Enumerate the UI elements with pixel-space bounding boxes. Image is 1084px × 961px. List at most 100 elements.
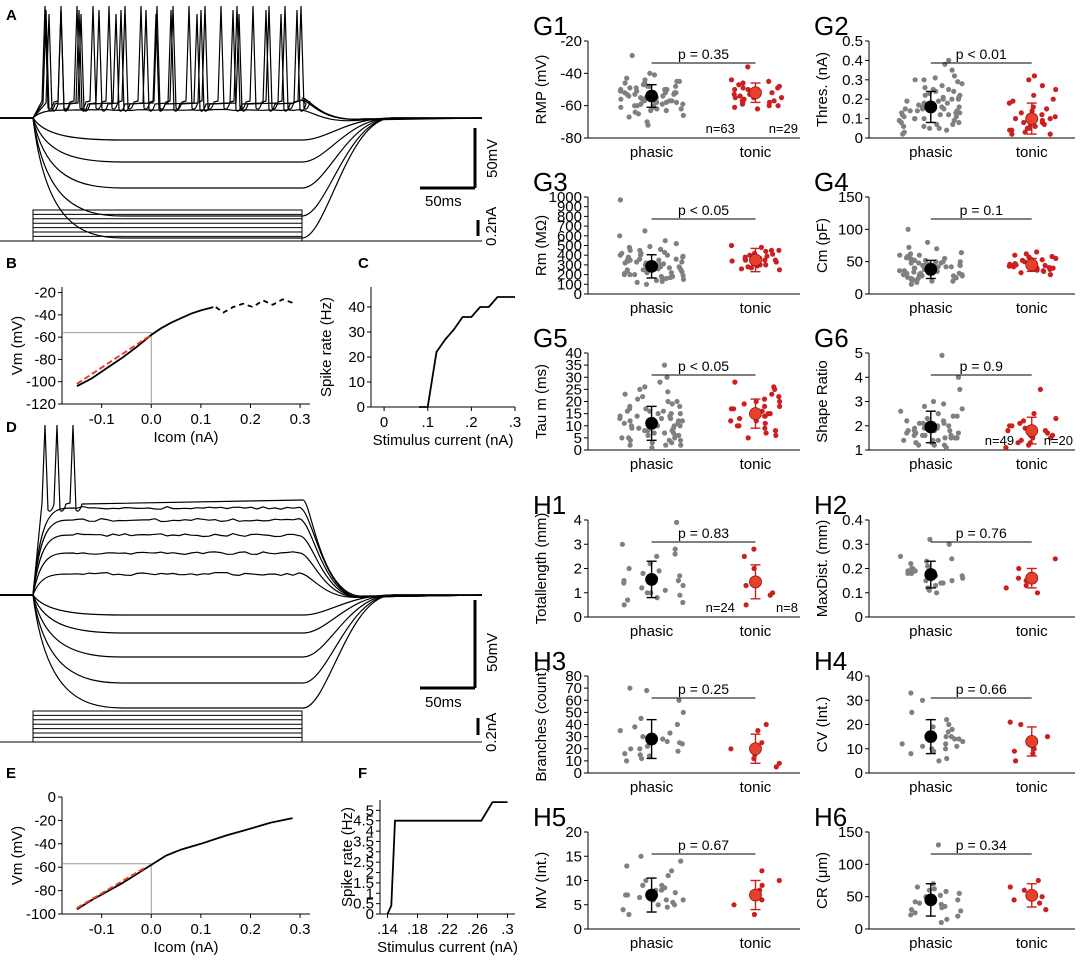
data-point-phasic bbox=[950, 278, 956, 284]
data-point-phasic bbox=[957, 262, 963, 269]
data-point-phasic bbox=[956, 890, 962, 897]
data-point-phasic bbox=[939, 83, 945, 89]
data-point-tonic bbox=[773, 432, 779, 438]
mean-marker-tonic bbox=[1025, 424, 1039, 438]
data-point-tonic bbox=[1031, 73, 1037, 79]
data-point-tonic bbox=[1048, 435, 1054, 441]
y-tick-label: 0 bbox=[574, 442, 582, 459]
data-point-tonic bbox=[758, 244, 765, 250]
data-point-phasic bbox=[642, 77, 648, 83]
data-point-tonic bbox=[759, 882, 765, 889]
n-label-phasic: n=49 bbox=[985, 433, 1014, 448]
data-point-phasic bbox=[660, 261, 667, 267]
data-point-phasic bbox=[934, 590, 940, 596]
data-point-tonic bbox=[738, 266, 745, 272]
data-point-tonic bbox=[1041, 121, 1047, 127]
data-point-phasic bbox=[912, 910, 918, 916]
data-point-phasic bbox=[617, 233, 623, 239]
data-point-tonic bbox=[1052, 114, 1058, 120]
panel-label-h2: H2 bbox=[814, 490, 847, 520]
y-tick-label: 2 bbox=[855, 418, 863, 435]
data-point-phasic bbox=[660, 408, 667, 414]
data-point-phasic bbox=[637, 256, 643, 262]
hyperpolarizing-trace bbox=[0, 117, 482, 189]
data-point-phasic bbox=[680, 897, 686, 903]
data-point-tonic bbox=[762, 420, 768, 426]
panel-label-h5: H5 bbox=[533, 802, 566, 832]
data-point-phasic bbox=[623, 892, 629, 898]
data-point-tonic bbox=[1039, 83, 1045, 89]
data-point-tonic bbox=[775, 85, 781, 91]
y-tick-label: 0 bbox=[574, 765, 582, 782]
data-point-phasic bbox=[921, 123, 927, 129]
data-point-phasic bbox=[955, 913, 961, 919]
data-point-tonic bbox=[1003, 445, 1009, 451]
data-point-phasic bbox=[940, 580, 946, 586]
data-point-phasic bbox=[920, 743, 926, 749]
data-point-phasic bbox=[660, 736, 666, 742]
data-point-phasic bbox=[640, 570, 646, 577]
data-point-tonic bbox=[751, 911, 758, 918]
data-point-tonic bbox=[754, 106, 761, 112]
panel-label-g5: G5 bbox=[533, 323, 568, 353]
mean-marker-tonic bbox=[1025, 258, 1039, 272]
data-point-phasic bbox=[956, 270, 962, 276]
data-point-tonic bbox=[1032, 123, 1038, 129]
y-tick-label: 0 bbox=[574, 286, 582, 303]
data-point-phasic bbox=[628, 423, 635, 429]
data-point-phasic bbox=[920, 262, 926, 269]
y-tick-label: 2 bbox=[574, 561, 582, 578]
data-point-phasic bbox=[622, 80, 628, 86]
data-point-tonic bbox=[769, 90, 775, 96]
y-axis-label: Shape Ratio bbox=[814, 360, 831, 443]
y-tick-label: 4.5 bbox=[353, 813, 374, 830]
data-point-phasic bbox=[958, 908, 964, 914]
data-point-tonic bbox=[1031, 92, 1037, 98]
data-point-phasic bbox=[912, 265, 918, 271]
data-point-phasic bbox=[931, 886, 937, 892]
data-point-phasic bbox=[677, 573, 683, 579]
data-point-phasic bbox=[927, 536, 933, 543]
data-point-tonic bbox=[728, 242, 735, 249]
data-point-phasic bbox=[912, 116, 918, 122]
y-tick-label: 0 bbox=[48, 789, 56, 806]
data-line bbox=[215, 298, 296, 314]
y-tick-label: 35 bbox=[565, 357, 582, 374]
data-point-phasic bbox=[662, 238, 668, 244]
data-point-phasic bbox=[916, 260, 922, 266]
data-point-phasic bbox=[959, 406, 965, 412]
data-point-phasic bbox=[645, 428, 651, 434]
data-point-phasic bbox=[617, 88, 624, 94]
category-label-phasic: phasic bbox=[630, 300, 674, 317]
data-point-tonic bbox=[1037, 386, 1043, 392]
data-point-phasic bbox=[626, 435, 632, 441]
data-point-phasic bbox=[914, 108, 921, 114]
y-tick-label: 3 bbox=[366, 844, 374, 861]
data-point-phasic bbox=[680, 112, 687, 118]
category-label-tonic: tonic bbox=[1016, 144, 1048, 161]
y-tick-label: 0.2 bbox=[842, 91, 863, 108]
data-point-tonic bbox=[741, 401, 747, 407]
data-point-tonic bbox=[729, 258, 735, 264]
data-point-tonic bbox=[762, 257, 768, 263]
data-point-phasic bbox=[940, 259, 946, 265]
data-point-phasic bbox=[656, 568, 662, 574]
data-point-phasic bbox=[957, 92, 963, 98]
data-point-phasic bbox=[674, 398, 680, 405]
data-point-phasic bbox=[678, 106, 684, 112]
depolarizing-trace bbox=[0, 551, 483, 598]
data-point-tonic bbox=[1034, 249, 1040, 255]
y-tick-label: 5 bbox=[366, 802, 374, 819]
data-point-phasic bbox=[647, 70, 653, 76]
data-point-phasic bbox=[658, 273, 665, 280]
data-point-tonic bbox=[1039, 117, 1045, 124]
data-point-phasic bbox=[659, 278, 665, 284]
y-tick-label: 10 bbox=[846, 741, 863, 758]
y-tick-label: 5 bbox=[855, 345, 863, 362]
data-point-phasic bbox=[638, 715, 644, 722]
data-point-phasic bbox=[626, 93, 632, 99]
